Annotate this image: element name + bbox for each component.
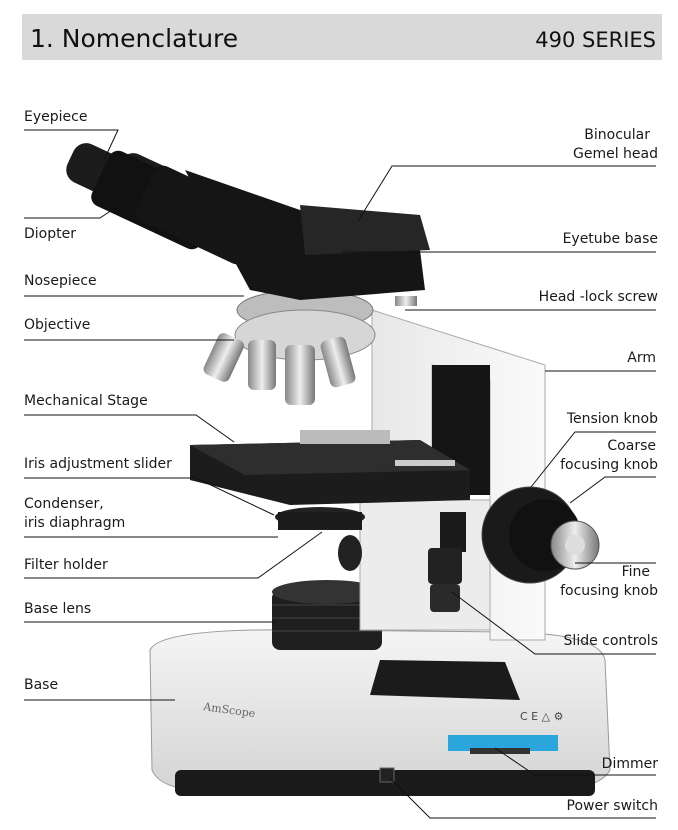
label-arm: Arm [627, 350, 656, 366]
label-fine-line2: focusing knob [560, 583, 658, 599]
label-fine-line1: Fine [621, 564, 650, 580]
label-diopter: Diopter [24, 226, 76, 242]
label-iris-slider: Iris adjustment slider [24, 456, 172, 472]
label-condenser-line2: iris diaphragm [24, 515, 126, 531]
label-objective: Objective [24, 317, 91, 333]
eyepieces [66, 143, 264, 265]
label-head-lock-screw: Head -lock screw [538, 289, 658, 305]
base-lens [272, 580, 382, 650]
series-label: 490 SERIES [535, 28, 656, 52]
label-slide-controls: Slide controls [563, 633, 658, 649]
nosepiece-objectives [203, 289, 376, 405]
label-filter-holder: Filter holder [24, 557, 108, 573]
binocular-head [185, 170, 430, 306]
head-lock-screw [395, 296, 417, 306]
label-power-switch: Power switch [566, 798, 658, 814]
label-base: Base [24, 677, 59, 693]
label-eyetube-base: Eyetube base [562, 231, 658, 247]
label-nosepiece: Nosepiece [24, 273, 97, 289]
focus-knobs [481, 486, 600, 584]
label-mechanical-stage: Mechanical Stage [24, 393, 148, 409]
condenser [275, 507, 365, 571]
label-coarse-line2: focusing knob [560, 457, 658, 473]
label-base-lens: Base lens [24, 601, 92, 617]
label-coarse-line1: Coarse [607, 438, 656, 454]
base-body: AmScope C E △ ⚙ [149, 629, 611, 796]
label-tension-knob: Tension knob [566, 411, 658, 427]
mechanical-stage [190, 430, 470, 505]
label-binocular-line1: Binocular [584, 127, 650, 143]
svg-text:C E △ ⚙: C E △ ⚙ [520, 710, 563, 723]
header-bar: 1. Nomenclature 490 SERIES [22, 14, 662, 60]
dimmer-strip [448, 735, 558, 751]
slide-controls [428, 512, 466, 612]
label-binocular-line2: Gemel head [572, 146, 658, 162]
page-title: 1. Nomenclature [30, 24, 239, 53]
leader-lines [24, 129, 656, 819]
label-eyepiece: Eyepiece [24, 109, 88, 125]
label-dimmer: Dimmer [601, 756, 658, 772]
label-condenser-line1: Condenser, [24, 496, 104, 512]
